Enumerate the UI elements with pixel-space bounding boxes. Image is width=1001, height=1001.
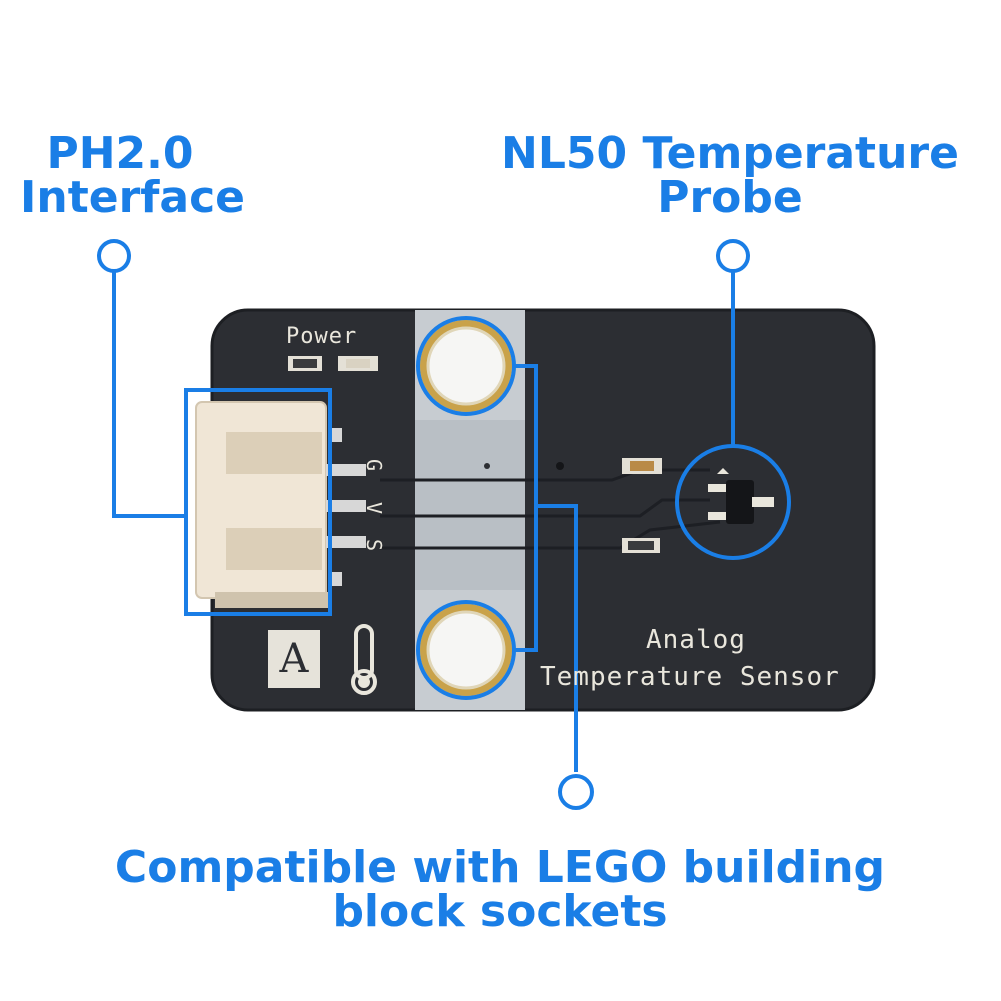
connector-pins bbox=[326, 428, 366, 586]
callout-lego-line2: block sockets bbox=[332, 886, 668, 937]
callout-probe-pointer bbox=[675, 239, 791, 560]
power-led bbox=[288, 356, 378, 371]
callout-interface-line1: PH2.0 bbox=[46, 128, 194, 179]
smd-components bbox=[484, 458, 662, 553]
mount-hole-top bbox=[420, 320, 512, 412]
callout-lego-line1: Compatible with LEGO building bbox=[114, 842, 886, 893]
callout-interface-pointer bbox=[97, 239, 332, 616]
pcb-board bbox=[212, 310, 874, 710]
callout-interface: PH2.0 Interface bbox=[20, 128, 246, 223]
callout-interface-line2: Interface bbox=[20, 172, 246, 223]
analog-badge: A bbox=[268, 630, 320, 688]
callout-probe-line2: Probe bbox=[657, 172, 803, 223]
callout-probe: NL50 Temperature Probe bbox=[490, 132, 970, 220]
thermometer-icon bbox=[351, 624, 377, 695]
silkscreen-title-line1: Analog bbox=[646, 625, 746, 655]
callout-lego: Compatible with LEGO building block sock… bbox=[60, 846, 940, 934]
ph2-connector bbox=[195, 401, 329, 608]
silkscreen-title-line2: Temperature Sensor bbox=[540, 662, 840, 692]
callout-lego-pointer bbox=[416, 316, 594, 810]
power-label: Power bbox=[286, 324, 358, 349]
mount-hole-bottom bbox=[420, 604, 512, 696]
pin-label-v: V bbox=[362, 501, 387, 515]
lego-strip-shade bbox=[415, 420, 525, 590]
pin-label-g: G bbox=[362, 458, 387, 472]
nl50-probe bbox=[708, 468, 774, 524]
pin-label-s: S bbox=[362, 538, 387, 552]
callout-probe-line1: NL50 Temperature bbox=[501, 128, 959, 179]
